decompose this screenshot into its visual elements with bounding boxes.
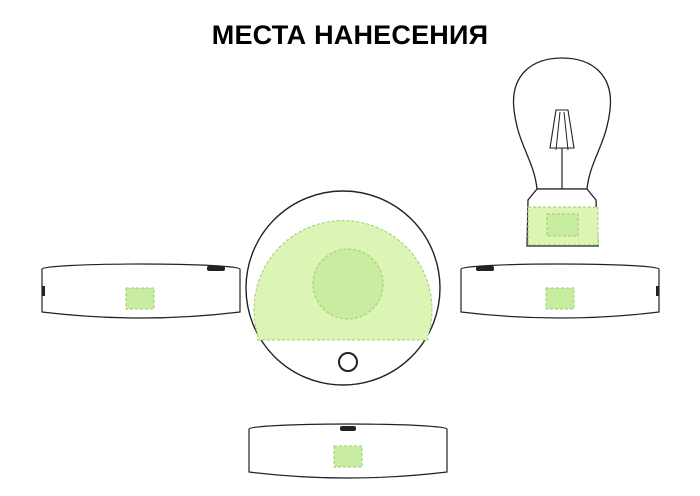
bulb-filament-left [555,111,561,151]
side-view-bottom [248,423,448,479]
side-right-port-icon [476,266,494,271]
side-bottom-imprint-area [333,445,363,468]
side-right-jack-icon [656,286,659,296]
bulb-filament [549,109,575,149]
bulb-view [512,57,612,247]
side-view-right [460,263,660,319]
top-view [245,190,441,386]
side-left-port-icon [207,266,225,271]
page-title: МЕСТА НАНЕСЕНИЯ [211,20,489,50]
bulb-imprint-area [546,213,579,237]
top-view-imprint-area [312,248,384,320]
side-bottom-port-icon [340,426,356,431]
side-left-imprint-area [125,287,155,310]
bulb-filament-right [563,111,569,151]
power-button-icon [338,352,358,372]
side-right-imprint-area [545,287,575,310]
side-left-jack-icon [42,286,45,296]
side-view-left [41,263,241,319]
bulb-glass [512,57,612,190]
